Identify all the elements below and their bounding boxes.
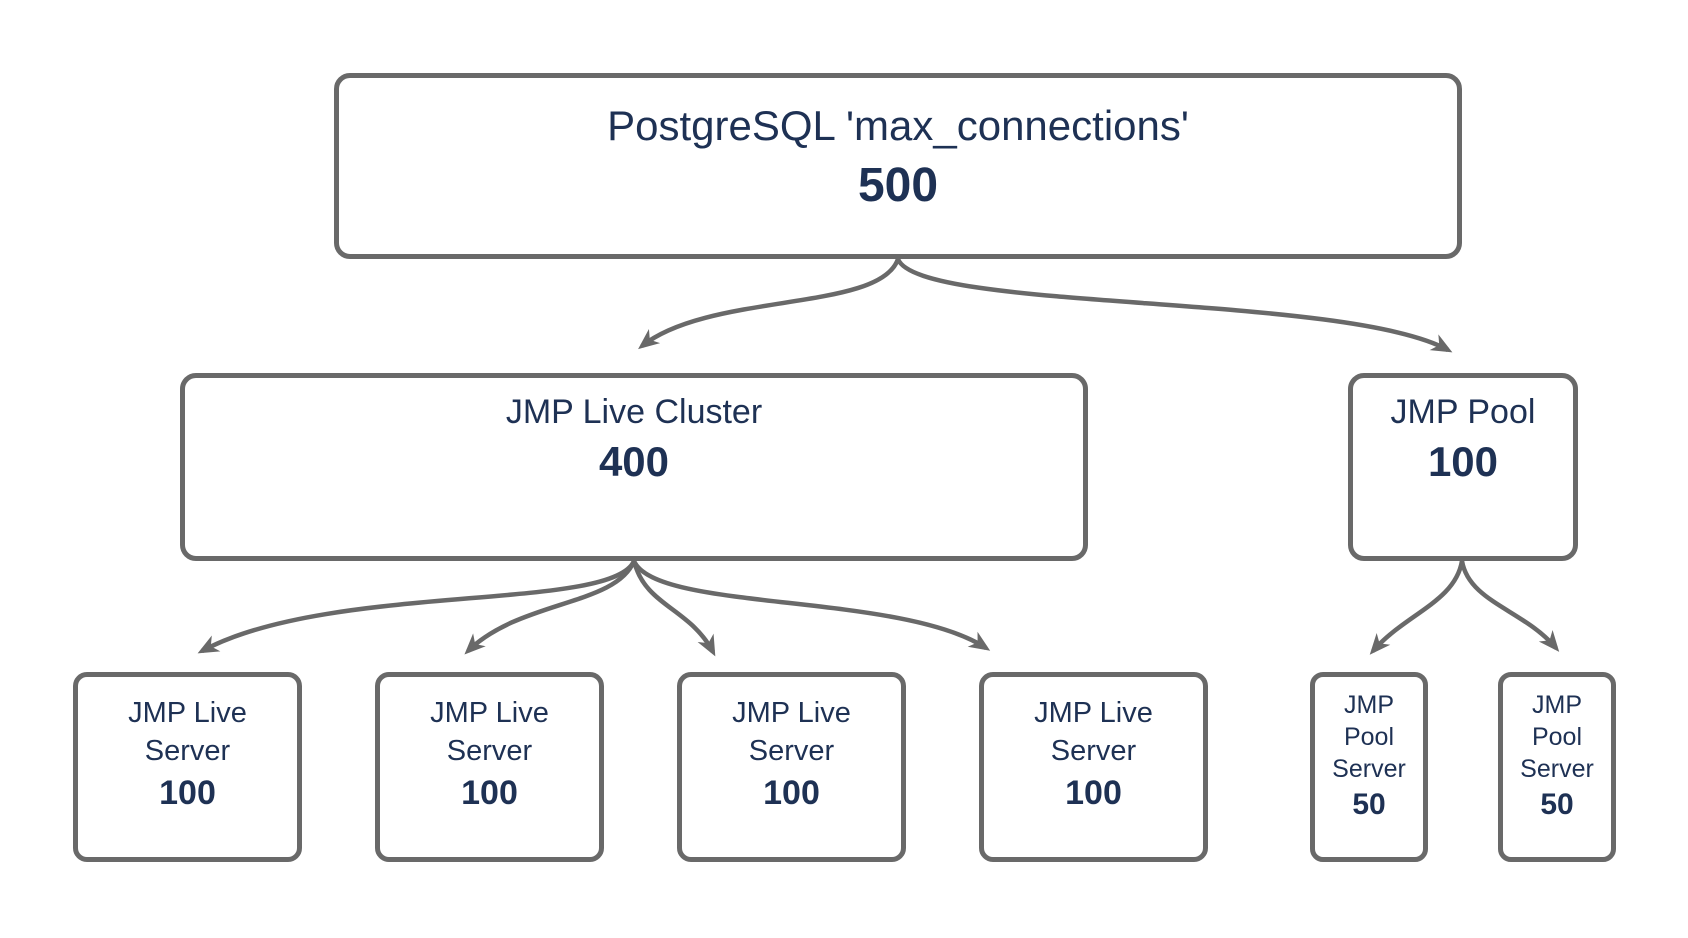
edge-cluster-to-live-server-4 — [631, 559, 991, 651]
node-jmp-live-cluster: JMP Live Cluster 400 — [180, 373, 1088, 561]
edge-pool-to-pool-server-2 — [1459, 560, 1560, 652]
node-label: JMP Live Cluster — [505, 392, 763, 431]
edge-root-to-cluster — [638, 258, 901, 350]
edge-pool-to-pool-server-1 — [1369, 560, 1465, 655]
node-jmp-pool-server-2: JMP Pool Server 50 — [1498, 672, 1616, 862]
node-jmp-live-server-3: JMP Live Server 100 — [677, 672, 906, 862]
node-label: JMP Live Server — [430, 697, 549, 767]
edge-cluster-to-live-server-3 — [631, 560, 716, 657]
node-value: 100 — [1065, 773, 1122, 812]
edge-cluster-to-live-server-2 — [464, 560, 637, 655]
node-value: 50 — [1352, 787, 1386, 821]
node-jmp-live-server-4: JMP Live Server 100 — [979, 672, 1208, 862]
node-label: JMP Live Server — [732, 697, 851, 767]
edge-cluster-to-live-server-1 — [197, 559, 637, 654]
node-jmp-live-server-1: JMP Live Server 100 — [73, 672, 302, 862]
node-label: JMP Live Server — [128, 697, 247, 767]
node-jmp-pool: JMP Pool 100 — [1348, 373, 1578, 561]
node-label: JMP Pool Server — [1520, 690, 1594, 783]
node-label: PostgreSQL 'max_connections' — [607, 101, 1189, 149]
node-jmp-pool-server-1: JMP Pool Server 50 — [1310, 672, 1428, 862]
edge-root-to-pool — [895, 257, 1453, 353]
node-value: 100 — [763, 773, 820, 812]
node-value: 500 — [857, 158, 939, 212]
node-label: JMP Live Server — [1034, 697, 1153, 767]
node-value: 100 — [159, 773, 216, 812]
node-value: 50 — [1540, 787, 1574, 821]
node-value: 400 — [598, 437, 670, 485]
node-value: 100 — [461, 773, 518, 812]
node-label: JMP Pool — [1390, 392, 1536, 431]
node-value: 100 — [1427, 437, 1499, 485]
node-postgresql-max-connections: PostgreSQL 'max_connections' 500 — [334, 73, 1462, 259]
node-jmp-live-server-2: JMP Live Server 100 — [375, 672, 604, 862]
node-label: JMP Pool Server — [1332, 690, 1406, 783]
